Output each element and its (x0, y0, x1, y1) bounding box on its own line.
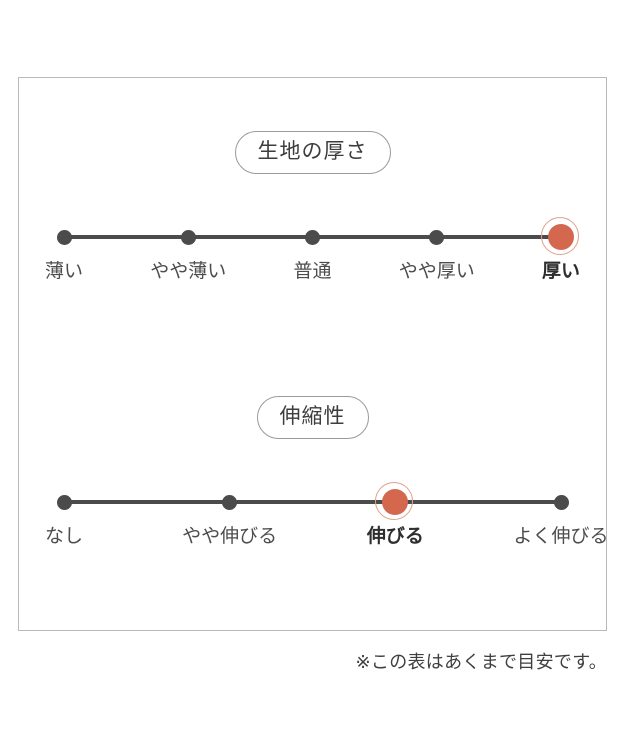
scale-heading-row-thickness: 生地の厚さ (19, 131, 606, 174)
scale-title-fabric-thickness: 生地の厚さ (234, 131, 391, 174)
scale-tick-label: なし (44, 526, 84, 547)
scale-tick-label: やや薄い (150, 261, 227, 282)
scale-dot[interactable] (553, 494, 569, 510)
scale-dot-selected[interactable] (541, 217, 579, 255)
scale-dot[interactable] (56, 229, 72, 245)
footnote-disclaimer: ※この表はあくまで目安です。 (355, 652, 607, 672)
scale-title-stretchiness: 伸縮性 (256, 396, 369, 439)
scale-dot[interactable] (180, 229, 196, 245)
scale-tick-label: やや伸びる (182, 526, 278, 547)
scale-dot[interactable] (305, 229, 320, 245)
scale-tick-label: 伸びる (366, 526, 424, 547)
scale-dot[interactable] (56, 494, 72, 510)
scale-tick-label: 厚い (541, 261, 581, 282)
scale-dot[interactable] (222, 494, 238, 510)
scale-heading-row-stretch: 伸縮性 (19, 396, 606, 439)
scale-stretchiness[interactable]: なし やや伸びる 伸びる よく伸びる (19, 479, 609, 589)
scale-dot[interactable] (429, 229, 445, 245)
fabric-spec-card: 生地の厚さ 薄い やや薄い 普通 やや厚い 厚い 伸縮性 なし やや伸びる 伸びる よく伸びる (18, 77, 609, 631)
scale-tick-label: 薄い (44, 261, 84, 282)
scale-tick-label: よく伸びる (513, 526, 609, 547)
scale-tick-label: やや厚い (398, 261, 475, 282)
scale-dot-selected[interactable] (375, 482, 414, 520)
scale-tick-label: 普通 (293, 261, 332, 282)
scale-fabric-thickness[interactable]: 薄い やや薄い 普通 やや厚い 厚い (19, 214, 606, 324)
scale-track-stretch (64, 500, 561, 504)
